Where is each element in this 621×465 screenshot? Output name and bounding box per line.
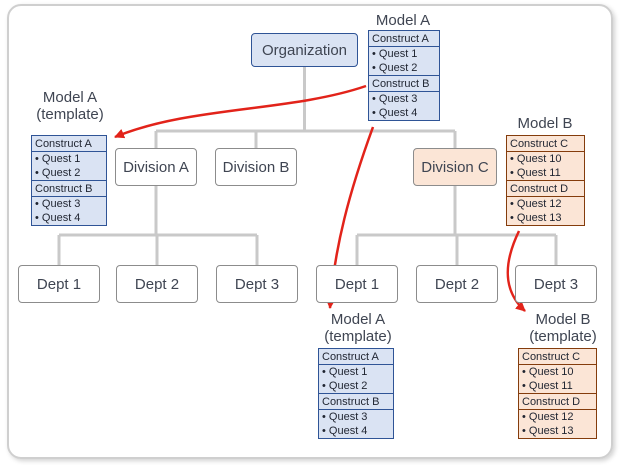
- model-subtitle-text: (template): [324, 328, 392, 345]
- construct-header: Construct A: [32, 136, 106, 152]
- construct-header: Construct D: [507, 181, 584, 197]
- construct-header: Construct A: [319, 349, 393, 365]
- model-title-text: Model B: [517, 115, 573, 132]
- quest-item: • Quest 13: [510, 212, 562, 224]
- dept-node-left-1: Dept 1: [18, 265, 100, 303]
- dept-label: Dept 3: [533, 275, 579, 293]
- construct-section: Construct A • Quest 1 • Quest 2: [369, 31, 439, 75]
- model-subtitle-text: (template): [529, 328, 597, 345]
- quest-item: • Quest 3: [322, 411, 368, 423]
- quest-item: • Quest 13: [522, 425, 574, 437]
- dept-node-right-3: Dept 3: [515, 265, 597, 303]
- dept-node-right-2: Dept 2: [416, 265, 498, 303]
- construct-section: Construct B • Quest 3 • Quest 4: [32, 180, 106, 225]
- model-b-template-bottom-title: Model B (template): [511, 311, 615, 345]
- quest-item: • Quest 11: [522, 380, 573, 392]
- model-a-template-left-box: Construct A • Quest 1 • Quest 2 Construc…: [31, 135, 107, 226]
- quest-item: • Quest 10: [510, 153, 562, 165]
- dept-node-left-3: Dept 3: [216, 265, 298, 303]
- dept-label: Dept 3: [234, 275, 280, 293]
- construct-header: Construct B: [32, 181, 106, 197]
- construct-header: Construct B: [319, 394, 393, 410]
- dept-node-left-2: Dept 2: [116, 265, 198, 303]
- model-title-text: Model A: [42, 89, 98, 106]
- model-a-source-box: Construct A • Quest 1 • Quest 2 Construc…: [368, 30, 440, 121]
- division-node-a: Division A: [115, 148, 197, 186]
- quest-item: • Quest 11: [510, 167, 561, 179]
- construct-section: Construct D • Quest 12 • Quest 13: [519, 393, 596, 438]
- dept-label: Dept 1: [334, 275, 380, 293]
- quest-item: • Quest 1: [35, 153, 81, 165]
- quest-item: • Quest 4: [35, 212, 81, 224]
- construct-header: Construct C: [507, 136, 584, 152]
- construct-header: Construct B: [369, 76, 439, 92]
- model-b-source-box: Construct C • Quest 10 • Quest 11 Constr…: [506, 135, 585, 226]
- model-b-source-title: Model B: [500, 115, 590, 132]
- quest-item: • Quest 4: [322, 425, 368, 437]
- dept-node-right-1: Dept 1: [316, 265, 398, 303]
- model-title-text: Model B: [535, 311, 591, 328]
- quest-item: • Quest 2: [372, 62, 418, 74]
- model-b-template-bottom-box: Construct C • Quest 10 • Quest 11 Constr…: [518, 348, 597, 439]
- construct-section: Construct C • Quest 10 • Quest 11: [519, 349, 596, 393]
- quest-item: • Quest 10: [522, 366, 574, 378]
- quest-item: • Quest 12: [522, 411, 574, 423]
- model-a-template-bottom-box: Construct A • Quest 1 • Quest 2 Construc…: [318, 348, 394, 439]
- org-label: Organization: [261, 41, 348, 59]
- quest-item: • Quest 12: [510, 198, 562, 210]
- division-label: Division C: [421, 158, 489, 176]
- quest-item: • Quest 4: [372, 107, 418, 119]
- model-a-template-bottom-title: Model A (template): [306, 311, 410, 345]
- construct-section: Construct A • Quest 1 • Quest 2: [32, 136, 106, 180]
- construct-section: Construct D • Quest 12 • Quest 13: [507, 180, 584, 225]
- org-node: Organization: [251, 33, 358, 67]
- dept-label: Dept 1: [36, 275, 82, 293]
- construct-header: Construct A: [369, 31, 439, 47]
- quest-item: • Quest 3: [35, 198, 81, 210]
- construct-section: Construct C • Quest 10 • Quest 11: [507, 136, 584, 180]
- division-node-c: Division C: [413, 148, 497, 186]
- model-subtitle-text: (template): [36, 106, 104, 123]
- dept-label: Dept 2: [134, 275, 180, 293]
- construct-header: Construct C: [519, 349, 596, 365]
- quest-item: • Quest 3: [372, 93, 418, 105]
- model-title-text: Model A: [375, 12, 431, 29]
- quest-item: • Quest 2: [322, 380, 368, 392]
- division-node-b: Division B: [215, 148, 297, 186]
- division-label: Division A: [123, 158, 189, 176]
- model-a-template-left-title: Model A (template): [18, 89, 122, 123]
- division-label: Division B: [222, 158, 290, 176]
- construct-section: Construct B • Quest 3 • Quest 4: [319, 393, 393, 438]
- dept-label: Dept 2: [434, 275, 480, 293]
- construct-section: Construct A • Quest 1 • Quest 2: [319, 349, 393, 393]
- model-a-source-title: Model A: [356, 12, 450, 29]
- quest-item: • Quest 1: [322, 366, 368, 378]
- quest-item: • Quest 2: [35, 167, 81, 179]
- quest-item: • Quest 1: [372, 48, 418, 60]
- slide-border: [7, 4, 613, 459]
- model-title-text: Model A: [330, 311, 386, 328]
- construct-section: Construct B • Quest 3 • Quest 4: [369, 75, 439, 120]
- construct-header: Construct D: [519, 394, 596, 410]
